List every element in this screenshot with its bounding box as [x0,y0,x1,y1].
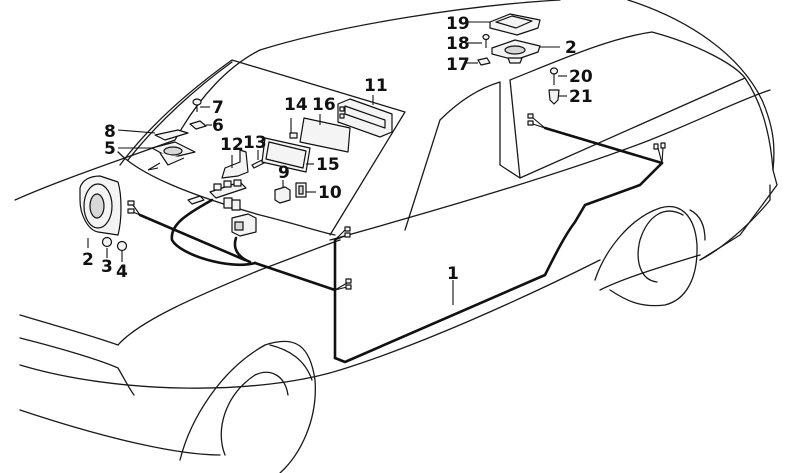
relay-9[interactable] [274,186,291,204]
connector-plug [344,232,351,238]
callout-2-front-speaker: 2 [82,250,94,270]
switch-10[interactable] [295,182,307,198]
dash-speaker[interactable] [151,141,196,166]
clip-21[interactable] [548,89,560,105]
callout-3: 3 [101,257,113,277]
clip-14[interactable] [289,132,298,139]
wiring-harness [138,126,664,364]
car-body-outline [14,0,778,473]
callout-14: 14 [284,95,308,115]
callout-16: 16 [312,95,336,115]
screw-20[interactable] [549,67,559,85]
connector-plug [660,142,666,149]
rear-speaker-2[interactable] [491,39,541,64]
callout-2-rear-speaker: 2 [565,38,577,58]
callout-5: 5 [104,139,116,159]
callout-1: 1 [447,264,459,284]
callout-7: 7 [212,98,224,118]
clip-17[interactable] [477,57,491,66]
connector-block[interactable] [187,179,247,211]
callout-20: 20 [569,67,593,87]
door-speaker-front[interactable] [79,175,122,236]
callout-18: 18 [446,34,470,54]
callout-21: 21 [569,87,593,107]
callout-11: 11 [364,76,388,96]
callout-19: 19 [446,14,470,34]
leader-lines [87,21,567,305]
callout-15: 15 [316,155,340,175]
connector-plug [345,278,352,284]
callout-6: 6 [212,116,224,136]
connector-plug [344,226,351,232]
speaker-cover[interactable] [154,129,189,141]
callout-12: 12 [220,135,244,155]
callout-8: 8 [104,122,116,142]
callout-labels: 1 2 2 3 4 5 6 7 8 9 10 11 12 13 14 15 16… [82,14,593,284]
nut-4[interactable] [116,240,128,252]
cover-plate-16[interactable] [299,117,351,153]
speaker-grille-19[interactable] [489,13,541,36]
clip-6[interactable] [189,120,207,130]
radio-housing-11[interactable] [337,98,393,138]
bracket-12[interactable] [221,149,249,179]
callout-13: 13 [243,133,267,153]
callout-10: 10 [318,183,342,203]
connector-plug [527,120,534,126]
callout-9: 9 [278,163,290,183]
connector-plug [653,143,659,150]
nut-3[interactable] [101,236,113,248]
harness-connectors [127,113,666,291]
connector-plug [345,284,352,290]
screw-18[interactable] [482,33,490,49]
connector-plug [127,208,135,214]
screw-7[interactable] [192,98,202,112]
relay-box[interactable] [231,213,257,237]
callout-4: 4 [116,262,128,282]
connector-plug [127,200,135,206]
callout-17: 17 [446,55,470,75]
connector-plug [527,113,534,119]
